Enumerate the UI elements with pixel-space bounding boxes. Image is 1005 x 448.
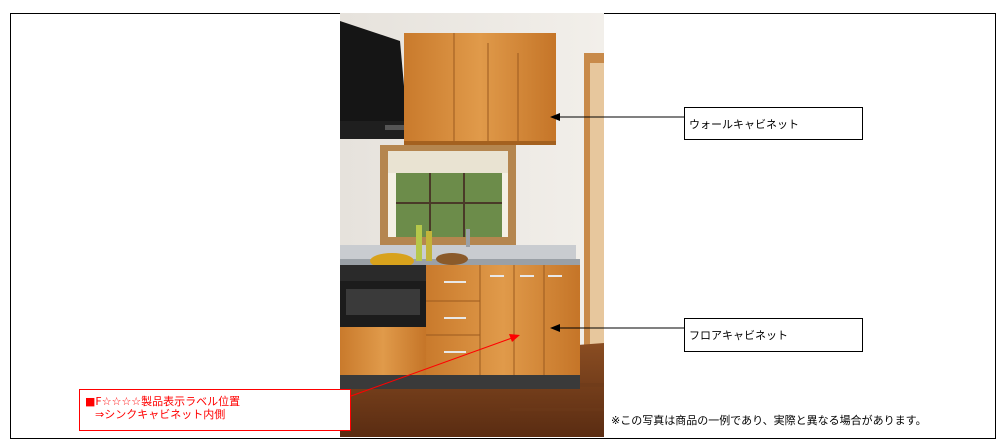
label-position-line1: ■F☆☆☆☆製品表示ラベル位置: [85, 395, 241, 408]
kitchen-photo: [340, 13, 604, 437]
wall-cabinet-text: ウォールキャビネット: [689, 117, 799, 131]
floor-cabinet-text: フロアキャビネット: [689, 329, 788, 342]
label-position-callout: ■F☆☆☆☆製品表示ラベル位置 ⇒シンクキャビネット内側: [79, 389, 351, 431]
wall-cabinet-label: ウォールキャビネット: [684, 107, 863, 140]
label-position-line2: ⇒シンクキャビネット内側: [95, 408, 226, 421]
floor-cabinet-label: フロアキャビネット: [684, 318, 863, 352]
photo-disclaimer: ※この写真は商品の一例であり、実際と異なる場合があります。: [611, 414, 927, 427]
